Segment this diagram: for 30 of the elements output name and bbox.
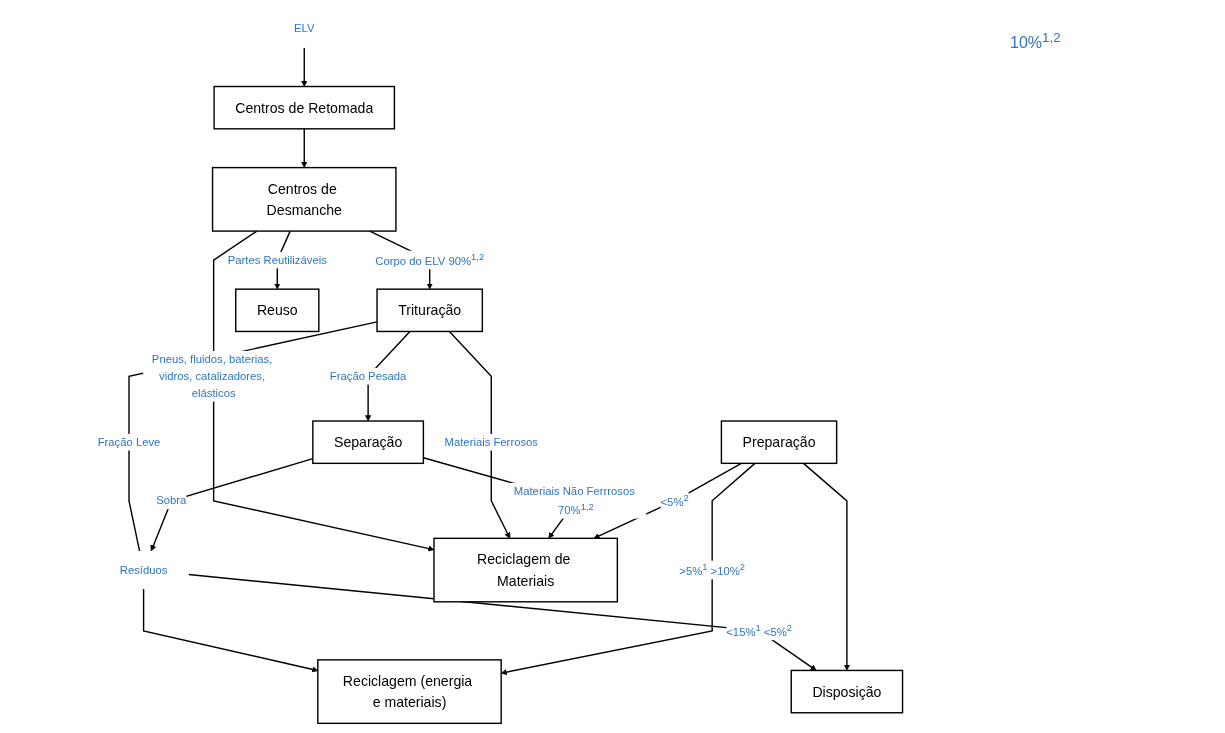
arrow: [187, 573, 817, 671]
arrow: [301, 128, 308, 168]
node-box: Centros de Desmanche: [211, 166, 397, 232]
arrow: [142, 588, 318, 673]
edge-label: Pneus, fluidos, baterias, vidros, catalizadores, elásticos: [151, 352, 273, 399]
node-box: Reciclagem de Materiais: [433, 537, 618, 603]
node-box: Separação: [312, 420, 424, 465]
node-box: Reciclagem (energia e materiais): [317, 659, 502, 725]
node-box: Centros de Retomada: [213, 85, 395, 130]
edge-label: Corpo do ELV 90%$^{1,2}$: [375, 251, 485, 267]
edge-label: Partes Reutilizáveis: [227, 253, 327, 266]
edge-label: Materiais Ferrosos: [444, 435, 538, 448]
arrow: [802, 462, 850, 671]
edge-label: <15%$^{1}$ <5%$^{2}$: [726, 622, 792, 638]
node-box: Reuso: [234, 288, 320, 333]
edge-label: <5%$^{2}$: [660, 492, 689, 508]
arrow: [448, 330, 511, 539]
percentage-note: 10%$^{1,2}$: [1010, 30, 1062, 53]
node-text: Resíduos: [119, 563, 168, 576]
node-box: Preparação: [720, 420, 838, 465]
node-box: Disposição: [790, 669, 904, 714]
node-text: ELV: [293, 22, 315, 35]
edge-label: Fração Pesada: [329, 369, 407, 382]
node-box: Trituração: [376, 288, 483, 333]
edge-label: Materiais Não Ferrrosos 70%$^{1,2}$: [513, 484, 635, 517]
arrow: [301, 47, 308, 87]
edge-label: Sobra: [156, 494, 187, 507]
edge-label: Fração Leve: [97, 435, 161, 448]
arrow: [593, 462, 742, 539]
edge-label: >5%$^{1}$ >10%$^{2}$: [679, 561, 745, 577]
